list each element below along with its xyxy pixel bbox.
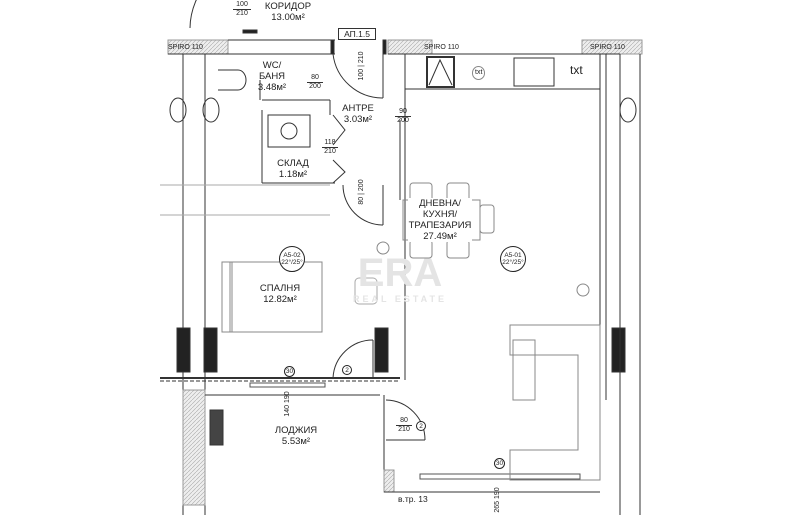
room-name: СПАЛНЯ [259,283,301,294]
door-dim-corridor: 100 210 [233,1,251,18]
room-name: СКЛАД [277,158,309,169]
door-height: 200 [397,117,409,124]
room-name: КОРИДОР [264,1,312,12]
room-name: АНТРЕ [342,103,374,114]
door-height: 210 [236,10,248,17]
tag-temp: 22°/25° [502,259,524,266]
room-area: 13.00м² [271,12,305,23]
room-name: ТРАПЕЗАРИЯ [408,220,472,231]
spiro-label: SPIRO 110 [424,44,459,51]
watermark-sub: REAL ESTATE [352,294,447,304]
apartment-label: АП.1.5 [338,28,376,40]
door-height: 200 [309,83,321,90]
room-loggia: ЛОДЖИЯ 5.53м² [272,425,320,447]
room-storage: СКЛАД 1.18м² [276,158,310,180]
door-width: 100 [233,1,251,10]
appliance-label: txt [570,63,583,77]
window-dim-bedroom: 140 190 [284,388,292,420]
watermark-brand: ERA [357,251,443,295]
window-width: 265 [494,500,501,513]
door-width: 80 [307,74,323,83]
door-dim-bedroom: 80 | 200 [358,179,365,205]
tag-id: A5-02 [283,252,301,259]
tag-a5-02: A5-02 22°/25° [279,246,305,272]
shaft-label: в.тр. 13 [398,494,428,504]
door-width: 90 [395,108,411,117]
marker-2: 2 [416,421,426,431]
marker-30: 30 [494,458,505,469]
window-dim-living: 265 190 [494,484,502,515]
room-corridor: КОРИДОР 13.00м² [258,1,318,23]
room-area: 3.48м² [257,82,287,93]
room-name: БАНЯ [258,71,286,82]
room-name: ЛОДЖИЯ [274,425,318,436]
room-bedroom: СПАЛНЯ 12.82м² [258,283,302,305]
tag-a5-01: A5-01 22°/25° [500,246,526,272]
spiro-label: SPIRO 110 [168,44,203,51]
window-height: 190 [494,487,501,500]
door-dim-entrance: 100 | 210 [358,51,365,81]
window-height: 190 [284,391,291,404]
marker-30: 30 [284,366,295,377]
appliance-label: txt [472,66,486,80]
room-name: ДНЕВНА/ [419,198,461,209]
marker-2: 2 [342,365,352,375]
tag-temp: 22°/25° [281,259,303,266]
room-name: WC/ [262,60,282,71]
room-area: 5.53м² [281,436,311,447]
door-height: 210 [358,51,365,64]
door-dim-loggia: 80 210 [396,417,412,434]
door-dim-living: 90 200 [395,108,411,125]
room-area: 3.03м² [343,114,373,125]
door-width: 80 [396,417,412,426]
door-dim-storage: 118 210 [322,139,338,156]
spiro-label: SPIRO 110 [590,44,625,51]
watermark-logo: ERA REAL ESTATE [340,252,460,304]
door-dim-wc: 80 200 [307,74,323,91]
window-width: 140 [284,404,291,417]
door-height: 210 [324,148,336,155]
room-area: 12.82м² [263,294,297,305]
room-area: 1.18м² [278,169,308,180]
tag-id: A5-01 [504,252,522,259]
room-name: КУХНЯ/ [422,209,458,220]
room-area: 27.49м² [423,231,457,242]
room-wc: WC/ БАНЯ 3.48м² [255,60,289,93]
door-width: 118 [322,139,338,148]
door-height: 210 [398,426,410,433]
room-living: ДНЕВНА/ КУХНЯ/ ТРАПЕЗАРИЯ 27.49м² [408,198,472,242]
door-width: 100 [358,68,365,81]
room-entry: АНТРЕ 3.03м² [340,103,376,125]
door-width: 80 [358,196,365,205]
door-height: 200 [358,179,365,192]
